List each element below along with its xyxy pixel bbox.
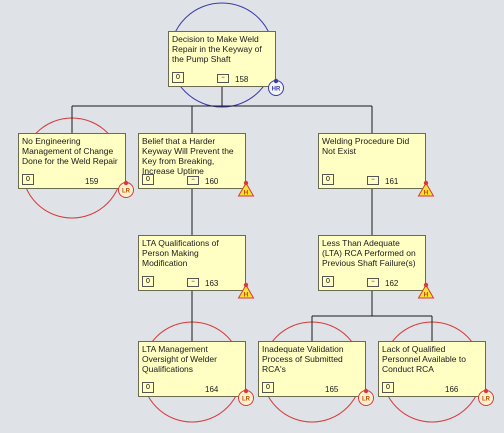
node-number: 163 <box>205 279 219 288</box>
risk-badge-lr-icon: LR <box>238 388 254 406</box>
node-165[interactable]: Inadequate Validation Process of Submitt… <box>258 341 374 406</box>
node-text: Welding Procedure Did Not Exist <box>322 136 410 156</box>
node-158[interactable]: Decision to Make Weld Repair in the Keyw… <box>168 31 284 96</box>
risk-badge-h-icon: H <box>237 282 255 299</box>
connector-root-bus <box>71 87 373 133</box>
collapse-toggle[interactable]: − <box>367 278 379 287</box>
node-161[interactable]: Welding Procedure Did Not Exist 0 − 161 … <box>318 133 435 197</box>
node-number: 160 <box>205 177 219 186</box>
svg-text:LR: LR <box>362 397 371 403</box>
svg-text:H: H <box>424 190 429 197</box>
svg-text:H: H <box>424 292 429 299</box>
node-number: 164 <box>205 385 219 394</box>
node-count-box: 0 <box>262 382 274 393</box>
connector-162-bus <box>311 291 433 341</box>
node-text: No Engineering Management of Change Done… <box>22 136 118 166</box>
node-count-box: 0 <box>142 174 154 185</box>
node-count-box: 0 <box>22 174 34 185</box>
node-number: 159 <box>85 177 99 186</box>
svg-text:H: H <box>244 190 249 197</box>
risk-badge-lr-icon: LR <box>358 388 374 406</box>
node-count-box: 0 <box>172 72 184 83</box>
node-count-box: 0 <box>142 276 154 287</box>
collapse-toggle[interactable]: − <box>187 176 199 185</box>
node-162[interactable]: Less Than Adequate (LTA) RCA Performed o… <box>318 235 435 299</box>
risk-badge-h-icon: H <box>237 180 255 197</box>
risk-badge-lr-icon: LR <box>118 180 134 198</box>
collapse-toggle[interactable]: − <box>217 74 229 83</box>
node-text: LTA Management Oversight of Welder Quali… <box>142 344 217 374</box>
collapse-toggle[interactable]: − <box>187 278 199 287</box>
collapse-toggle[interactable]: − <box>367 176 379 185</box>
svg-text:LR: LR <box>482 397 491 403</box>
node-text: Decision to Make Weld Repair in the Keyw… <box>172 34 262 64</box>
svg-text:H: H <box>244 292 249 299</box>
risk-badge-h-icon: H <box>417 282 435 299</box>
node-number: 166 <box>445 385 459 394</box>
risk-badge-lr-icon: LR <box>478 388 494 406</box>
node-count-box: 0 <box>382 382 394 393</box>
node-163[interactable]: LTA Qualifications of Person Making Modi… <box>138 235 255 299</box>
connectors <box>71 87 433 341</box>
risk-badge-h-icon: H <box>417 180 435 197</box>
node-text: Belief that a Harder Keyway Will Prevent… <box>142 136 234 176</box>
node-160[interactable]: Belief that a Harder Keyway Will Prevent… <box>138 133 255 197</box>
node-text: Lack of Qualified Personnel Available to… <box>382 344 466 374</box>
node-number: 158 <box>235 75 249 84</box>
node-159[interactable]: No Engineering Management of Change Done… <box>18 133 134 198</box>
node-number: 162 <box>385 279 399 288</box>
svg-text:LR: LR <box>242 397 251 403</box>
node-text: Less Than Adequate (LTA) RCA Performed o… <box>322 238 416 268</box>
svg-text:HR: HR <box>272 87 281 93</box>
node-164[interactable]: LTA Management Oversight of Welder Quali… <box>138 341 254 406</box>
node-number: 161 <box>385 177 399 186</box>
node-count-box: 0 <box>322 276 334 287</box>
node-number: 165 <box>325 385 339 394</box>
svg-text:LR: LR <box>122 189 131 195</box>
risk-badge-hr-icon: HR <box>268 78 284 96</box>
node-166[interactable]: Lack of Qualified Personnel Available to… <box>378 341 494 406</box>
node-count-box: 0 <box>142 382 154 393</box>
node-text: Inadequate Validation Process of Submitt… <box>262 344 344 374</box>
node-text: LTA Qualifications of Person Making Modi… <box>142 238 219 268</box>
node-count-box: 0 <box>322 174 334 185</box>
